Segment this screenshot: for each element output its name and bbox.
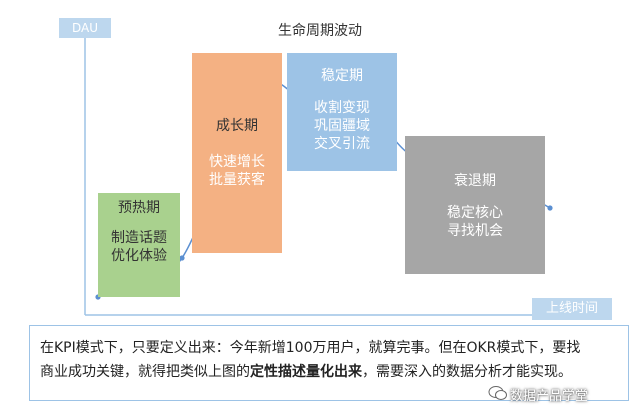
explanation-note: 在KPI模式下，只要定义出来：今年新增100万用户，就算完事。但在OKR模式下，… xyxy=(29,325,629,401)
phase-desc: 收割变现 巩固疆域 交叉引流 xyxy=(314,100,370,152)
phase-name: 预热期 xyxy=(118,200,160,216)
watermark-text: 数据产品学堂 xyxy=(510,389,589,404)
note-line-2-start: 商业成功关键，就得把类似上图的 xyxy=(40,364,250,380)
note-line-2-end: ，需要深入的数据分析才能实现。 xyxy=(362,364,572,380)
diagram-title: 生命周期波动 xyxy=(278,23,362,39)
curve-point xyxy=(547,205,553,211)
phase-name: 稳定期 xyxy=(321,68,363,84)
curve-point xyxy=(179,255,185,261)
phase-warmup-box: 预热期 制造话题 优化体验 xyxy=(98,193,180,297)
phase-desc: 稳定核心 寻找机会 xyxy=(447,205,503,239)
phase-stable-box: 稳定期 收割变现 巩固疆域 交叉引流 xyxy=(287,53,397,171)
phase-name: 衰退期 xyxy=(454,173,496,189)
wechat-icon xyxy=(488,386,507,400)
y-axis-label: DAU xyxy=(59,18,111,38)
phase-growth-box: 成长期 快速增长 批量获客 xyxy=(192,53,282,253)
phase-name: 成长期 xyxy=(216,118,258,134)
note-line-1: 在KPI模式下，只要定义出来：今年新增100万用户，就算完事。但在OKR模式下，… xyxy=(40,340,581,356)
phase-decline-box: 衰退期 稳定核心 寻找机会 xyxy=(405,136,545,274)
note-line-2: 商业成功关键，就得把类似上图的定性描述量化出来，需要深入的数据分析才能实现。 xyxy=(40,360,618,384)
phase-desc: 制造话题 优化体验 xyxy=(111,230,167,264)
x-axis-label: 上线时间 xyxy=(532,298,612,320)
note-line-2-bold: 定性描述量化出来 xyxy=(250,364,362,380)
phase-desc: 快速增长 批量获客 xyxy=(209,154,265,188)
